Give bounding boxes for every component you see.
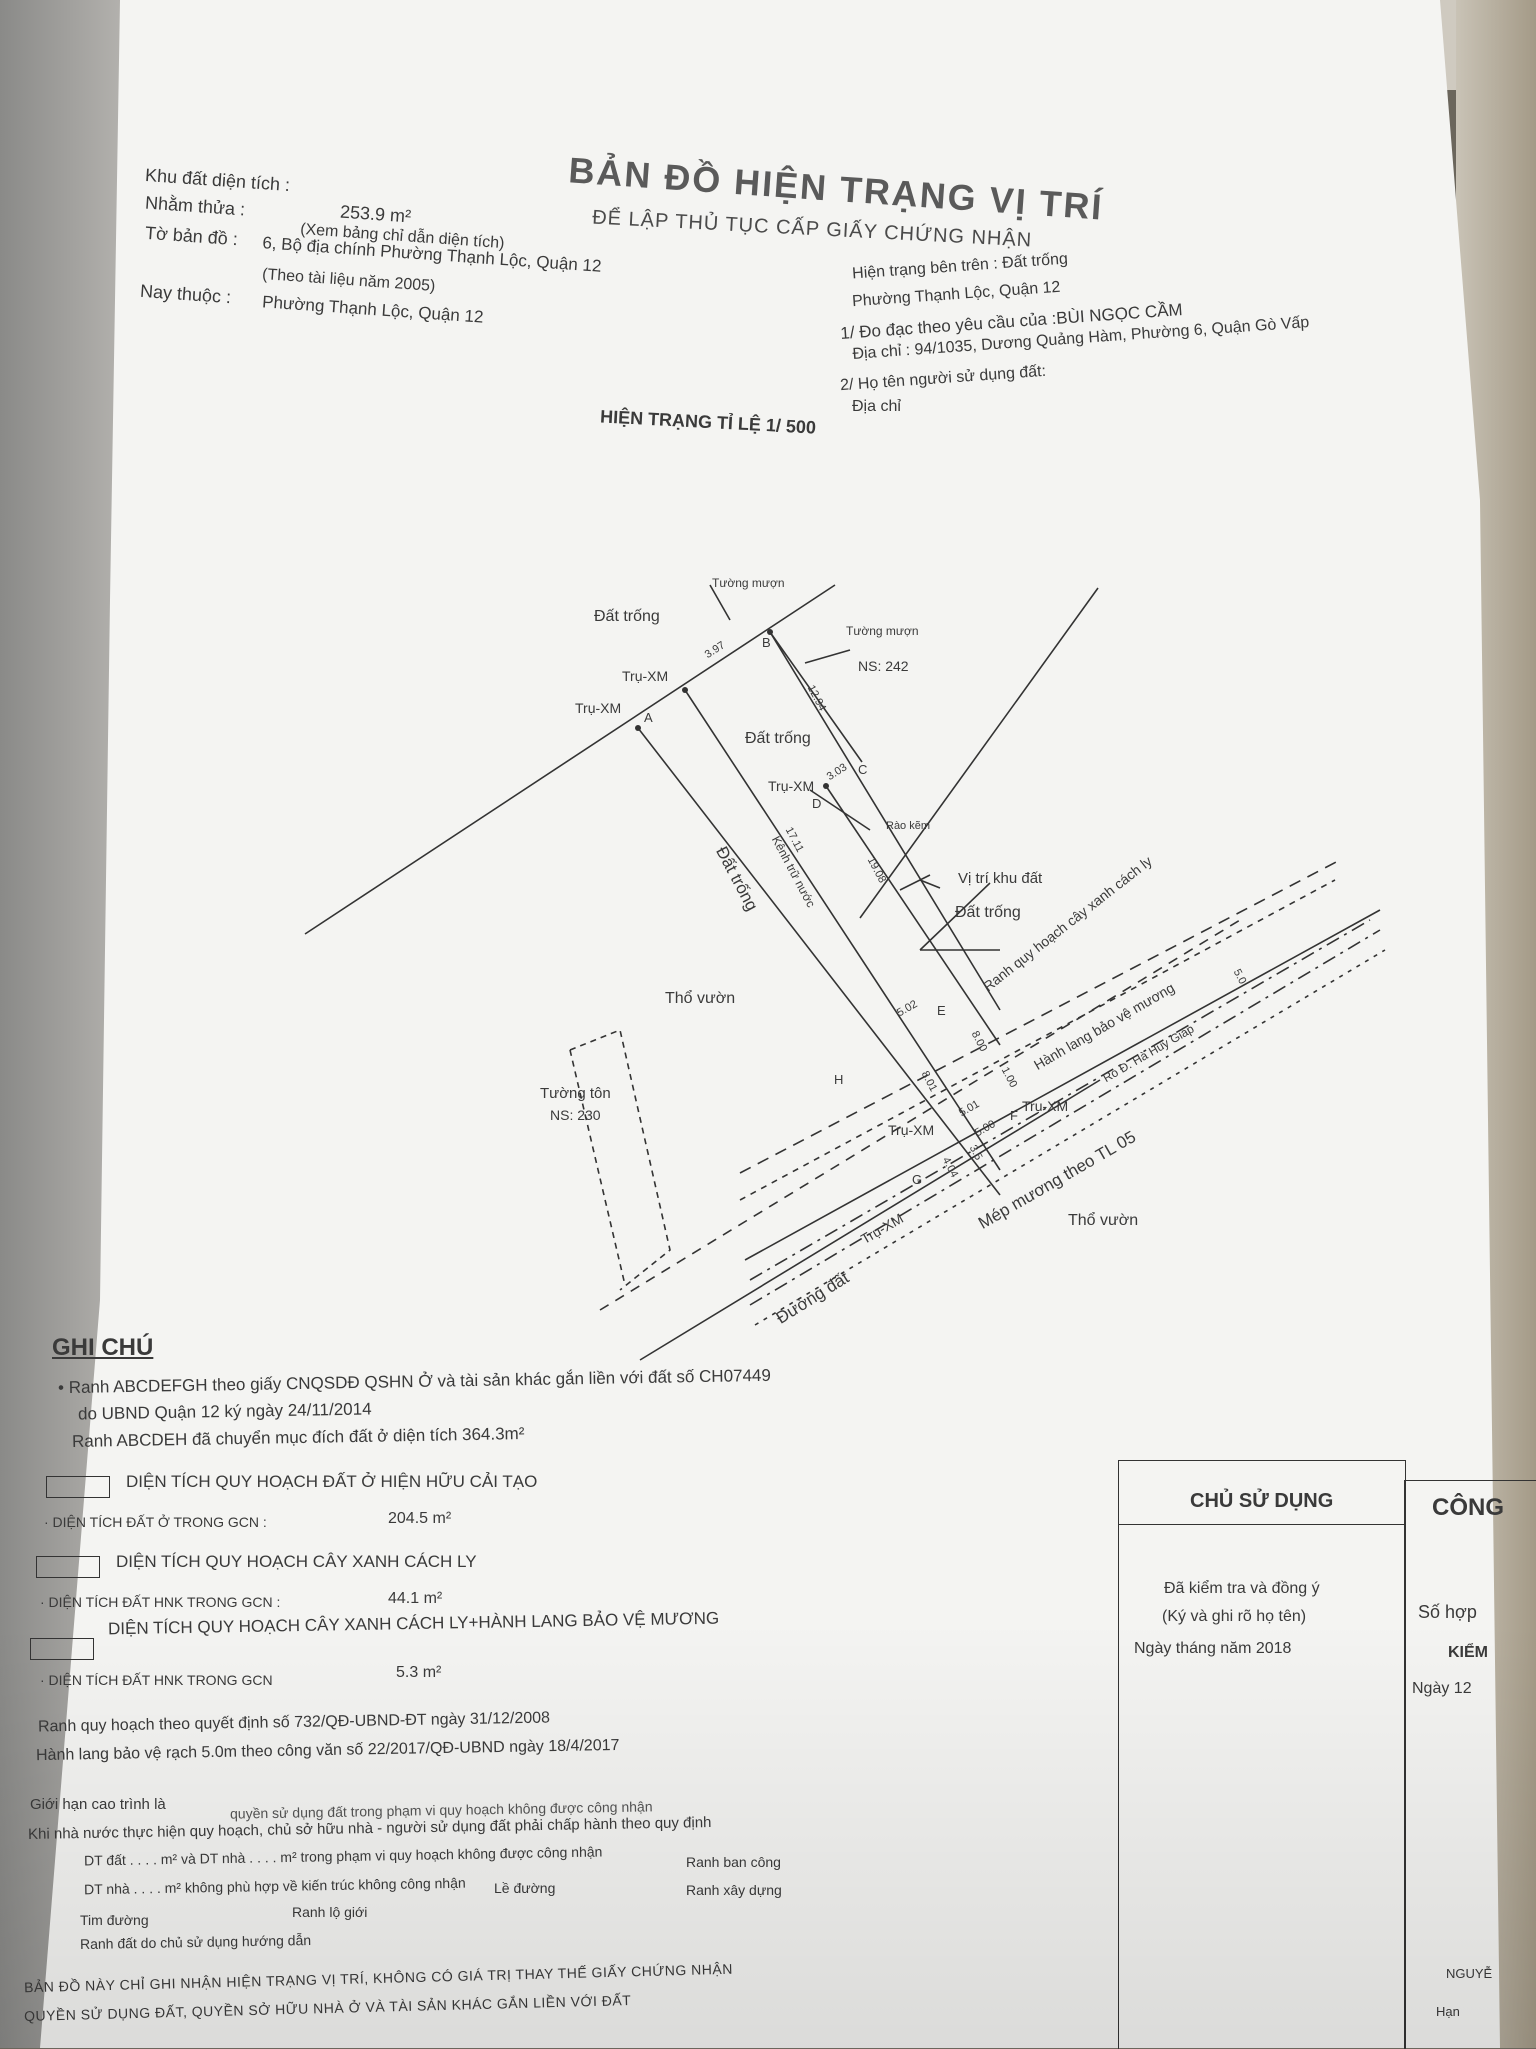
label-empty-right: Đất trống	[955, 904, 1021, 921]
owner-signature-box	[1118, 1460, 1406, 2049]
label-empty-mid: Đất trống	[745, 730, 811, 747]
label-wall-borrow-top: Tường mượn	[712, 576, 785, 590]
document-paper	[40, 0, 1500, 2048]
label-vi-tri: Vị trí khu đất	[958, 870, 1043, 887]
label-tru-b: Trụ-XM	[622, 668, 669, 684]
legend-2-sub: · DIỆN TÍCH ĐẤT HNK TRONG GCN :	[40, 1594, 281, 1610]
ranh-xay-dung: Ranh xây dựng	[686, 1882, 782, 1898]
land-user-address: Địa chỉ	[852, 398, 901, 415]
label-wall-borrow-right: Tường mượn	[846, 624, 919, 638]
legend-box-2	[36, 1556, 100, 1578]
label-tru-f: Trụ-XM	[1022, 1098, 1069, 1114]
label-tuong-ton: Tường tôn	[540, 1085, 611, 1102]
ranh-lo-gioi: Ranh lộ giới	[292, 1904, 368, 1920]
legend-1-sub: · DIỆN TÍCH ĐẤT Ở TRONG GCN :	[44, 1514, 267, 1530]
company-title: CÔNG	[1432, 1494, 1504, 1521]
le-duong: Lề đường	[494, 1880, 556, 1896]
legend-2-title: DIỆN TÍCH QUY HOẠCH CÂY XANH CÁCH LY	[116, 1552, 477, 1571]
owner-title: CHỦ SỬ DỤNG	[1190, 1490, 1334, 1512]
point-c: C	[858, 762, 868, 777]
label-tru-d: Trụ-XM	[768, 778, 815, 794]
point-e: E	[937, 1003, 946, 1018]
legend-2-value: 44.1 m²	[388, 1590, 443, 1607]
owner-divider	[1118, 1524, 1404, 1525]
label-tru-mid: Trụ-XM	[888, 1122, 935, 1138]
legend-box-3	[30, 1638, 94, 1660]
legend-1-title: DIỆN TÍCH QUY HOẠCH ĐẤT Ở HIỆN HỮU CẢI T…	[126, 1472, 538, 1491]
ranh-ban-cong: Ranh ban công	[686, 1854, 781, 1870]
company-bottom-2: Hạn	[1436, 2004, 1460, 2019]
label-rao-kem: Rào kẽm	[886, 820, 931, 832]
point-b: B	[762, 635, 771, 650]
legend-3-sub: · DIỆN TÍCH ĐẤT HNK TRONG GCN	[40, 1672, 273, 1688]
legend-1-value: 204.5 m²	[388, 1510, 452, 1527]
point-h: H	[834, 1072, 844, 1087]
label-ns230: NS: 230	[550, 1107, 601, 1123]
contract-number: Số hợp	[1418, 1602, 1477, 1622]
diagonal-line-right	[859, 587, 1099, 919]
notes-heading: GHI CHÚ	[52, 1334, 154, 1361]
check-label: KIỂM	[1448, 1644, 1488, 1661]
company-box	[1404, 1480, 1536, 2049]
label-tru-a: Trụ-XM	[575, 700, 622, 716]
legend-3-value: 5.3 m²	[396, 1664, 442, 1681]
label-empty-top: Đất trống	[594, 608, 660, 625]
point-f: F	[1010, 1108, 1018, 1123]
owner-line-1: Đã kiểm tra và đồng ý	[1164, 1580, 1320, 1597]
tim-duong: Tim đường	[80, 1912, 149, 1928]
legend-box-1	[46, 1476, 110, 1498]
label-ns242: NS: 242	[858, 658, 909, 674]
label-to-vuon-right: Thổ vườn	[1068, 1212, 1139, 1229]
point-d: D	[812, 796, 822, 811]
owner-line-2: (Ký và ghi rõ họ tên)	[1162, 1608, 1307, 1625]
company-bottom-1: NGUYỄ	[1446, 1966, 1493, 1981]
point-a: A	[644, 710, 653, 725]
company-date: Ngày 12	[1412, 1680, 1472, 1697]
point-g: G	[912, 1172, 923, 1187]
gioi-han-text: Giới hạn cao trình là	[30, 1796, 166, 1813]
owner-date: Ngày tháng năm 2018	[1134, 1640, 1292, 1657]
label-to-vuon-left: Thổ vườn	[665, 990, 736, 1007]
boundary-line-top	[304, 584, 836, 935]
